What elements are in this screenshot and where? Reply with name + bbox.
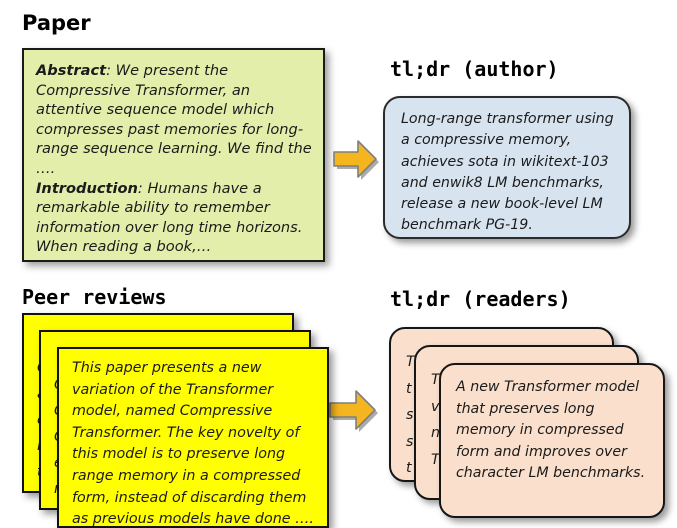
abstract-label: Abstract [36, 62, 107, 79]
introduction-text: : Humans have a remarkable ability to re… [36, 179, 308, 256]
paper-abstract-box: Abstract: We present the Compressive Tra… [22, 48, 325, 262]
tldr-readers-heading: tl;dr (readers) [390, 287, 571, 311]
peer-review-card-front: This paper presents a new variation of t… [57, 347, 329, 528]
introduction-label: Introduction [36, 179, 138, 197]
reviews-to-readers-tldr-arrow [327, 389, 379, 437]
paper-section-heading: Paper [22, 11, 91, 35]
tldr-author-heading: tl;dr (author) [390, 57, 559, 81]
paper-to-author-tldr-arrow [331, 139, 379, 185]
abstract-text: : We present the Compressive Transformer… [36, 62, 317, 177]
peer-reviews-heading: Peer reviews [22, 285, 167, 309]
tldr-author-box: Long-range transformer using a compressi… [383, 96, 631, 239]
paper-box-text: Abstract: We present the Compressive Tra… [36, 61, 318, 257]
tldr-reader-card-front-text: A new Transformer model that preserves l… [456, 379, 646, 482]
tldr-reader-card-middle-text: T v n T [431, 372, 440, 468]
tldr-author-text: Long-range transformer using a compressi… [401, 111, 619, 234]
peer-review-card-front-text: This paper presents a new variation of t… [72, 360, 314, 528]
tldr-reader-card-front: A new Transformer model that preserves l… [439, 363, 665, 518]
